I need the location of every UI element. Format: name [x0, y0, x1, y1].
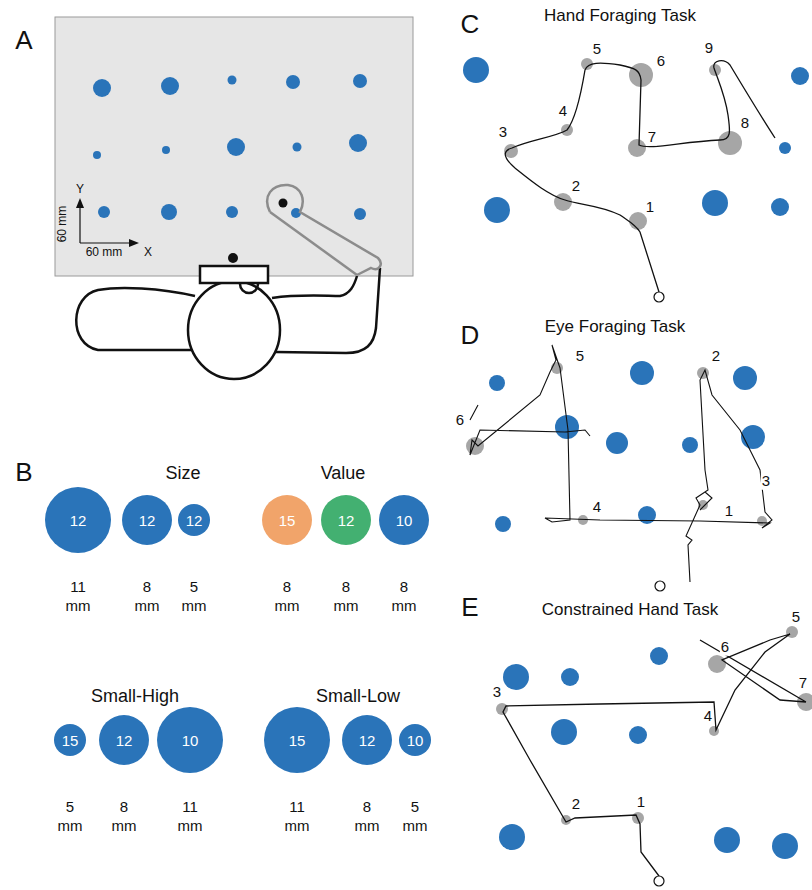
panel-letter: A	[15, 26, 32, 55]
callout-number: 1	[636, 794, 646, 811]
scale-label: 60 mm	[86, 246, 123, 259]
size-label: 8 mm	[330, 578, 362, 616]
panel-letter: E	[461, 593, 478, 622]
panel-title: Constrained Hand Task	[542, 601, 718, 620]
hand-forearm	[267, 185, 380, 275]
axis-label: Y	[76, 183, 84, 196]
callout-number: 5	[575, 348, 585, 365]
size-label: 8 mm	[388, 578, 420, 616]
callout-number: 5	[791, 609, 801, 626]
panel-letter: C	[461, 10, 480, 39]
target-circle: 158 mm	[262, 495, 312, 545]
callout-number: 7	[798, 675, 808, 692]
target-circle: 128 mm	[122, 495, 172, 545]
target-circle: 1511 mm	[264, 707, 330, 773]
collected-e	[496, 626, 812, 825]
point-value: 15	[289, 733, 306, 748]
callout-number: 2	[711, 348, 721, 365]
size-label: 8 mm	[131, 578, 163, 616]
callout-number: 4	[703, 708, 713, 725]
callout-number: 5	[592, 41, 602, 58]
collected-c	[504, 58, 742, 230]
callout-number: 6	[720, 639, 730, 656]
point-value: 12	[338, 513, 355, 528]
eye-trajectory	[470, 345, 772, 582]
target-circle: 108 mm	[379, 495, 429, 545]
callout-number: 6	[455, 412, 465, 429]
callout-number: 9	[704, 40, 714, 57]
callout-number: 3	[492, 684, 502, 701]
point-value: 12	[70, 513, 87, 528]
size-label: 11 mm	[62, 578, 94, 616]
start-dot	[228, 253, 238, 263]
workspace	[55, 17, 413, 276]
collected-d	[466, 362, 767, 526]
hand-trajectory	[505, 61, 775, 292]
callout-number: 4	[558, 103, 568, 120]
point-value: 15	[279, 513, 296, 528]
target-circle: 1211 mm	[45, 487, 111, 553]
point-value: 12	[116, 733, 133, 748]
panel-letter: B	[15, 458, 32, 487]
callout-number: 2	[571, 178, 581, 195]
panel-title: Hand Foraging Task	[544, 7, 696, 26]
panel-heading: Small-High	[91, 687, 179, 707]
callout-number: 7	[647, 129, 657, 146]
target-circle: 155 mm	[54, 724, 86, 756]
size-label: 5 mm	[178, 578, 210, 616]
target-circle: 128 mm	[99, 715, 149, 765]
point-value: 12	[359, 733, 376, 748]
callout-number: 3	[761, 473, 771, 490]
panel-heading: Value	[321, 464, 366, 484]
callout-number: 6	[656, 53, 666, 70]
targets-c	[463, 57, 809, 223]
size-label: 11 mm	[174, 798, 206, 836]
callout-number: 3	[498, 124, 508, 141]
size-label: 5 mm	[54, 798, 86, 836]
hand-dot	[279, 199, 288, 208]
size-label: 8 mm	[108, 798, 140, 836]
panel-letter: D	[461, 321, 480, 350]
start-circle	[654, 876, 664, 886]
size-label: 5 mm	[399, 798, 431, 836]
point-value: 10	[182, 733, 199, 748]
axis-label: X	[144, 246, 152, 259]
constrained-trajectory	[503, 634, 806, 876]
size-label: 8 mm	[271, 578, 303, 616]
panel-heading: Size	[165, 464, 200, 484]
participant	[76, 266, 380, 379]
callout-number: 8	[740, 115, 750, 132]
target-circle: 128 mm	[342, 715, 392, 765]
size-label: 11 mm	[281, 798, 313, 836]
scale-label: 60 mm	[56, 206, 69, 243]
point-value: 10	[407, 733, 424, 748]
panel-title: Eye Foraging Task	[545, 318, 685, 337]
callout-number: 1	[645, 199, 655, 216]
scale-axes	[76, 198, 139, 247]
workspace-targets	[93, 74, 367, 220]
point-value: 15	[62, 733, 79, 748]
target-circle: 1011 mm	[157, 707, 223, 773]
point-value: 12	[186, 513, 203, 528]
callout-number: 2	[571, 796, 581, 813]
target-circle: 105 mm	[399, 724, 431, 756]
point-value: 12	[139, 513, 156, 528]
callout-number: 4	[592, 499, 602, 516]
point-value: 10	[396, 513, 413, 528]
size-label: 8 mm	[351, 798, 383, 836]
callout-number: 1	[724, 503, 734, 520]
target-circle: 128 mm	[321, 495, 371, 545]
target-circle: 125 mm	[178, 504, 210, 536]
targets-e	[499, 647, 798, 859]
panel-heading: Small-Low	[316, 687, 400, 707]
start-circle	[654, 292, 664, 302]
targets-d	[489, 361, 765, 532]
start-circle	[655, 581, 665, 591]
